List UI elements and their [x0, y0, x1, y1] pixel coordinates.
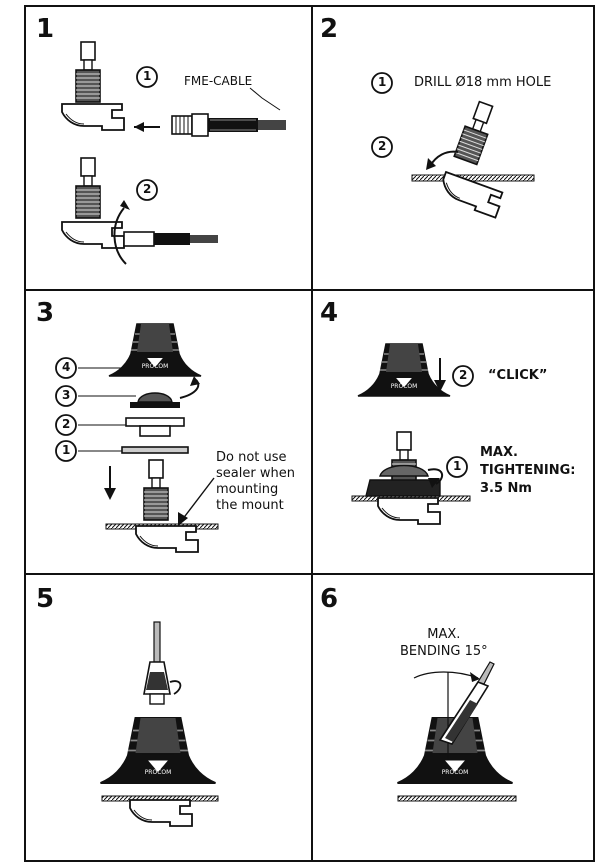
no-sealer-note: Do not use sealer when mounting the moun… — [216, 450, 295, 513]
brand-mark-6: PROCOM — [442, 769, 469, 776]
max-bending-label: MAX. BENDING 15° — [400, 627, 488, 659]
step-number-2: 2 — [320, 14, 339, 44]
grid-divider-vertical — [311, 7, 313, 860]
panel-2-drawing — [371, 72, 535, 219]
step-number-6: 6 — [320, 584, 339, 614]
drill-hole-label: DRILL Ø18 mm HOLE — [414, 75, 552, 90]
callout-3-2: 2 — [62, 417, 71, 431]
brand-mark-3: PROCOM — [142, 363, 169, 370]
callout-3-1: 1 — [62, 443, 71, 457]
grid-divider-1 — [26, 289, 593, 291]
click-label: “CLICK” — [488, 368, 548, 383]
max-tightening-label: MAX. TIGHTENING: 3.5 Nm — [480, 445, 576, 496]
panel-4-drawing: PROCOM — [351, 343, 474, 525]
grid-divider-2 — [26, 573, 593, 575]
fme-cable-label: FME-CABLE — [184, 74, 253, 88]
brand-mark-5: PROCOM — [145, 769, 172, 776]
panel-5-drawing: PROCOM — [99, 621, 219, 827]
brand-mark-4: PROCOM — [391, 383, 418, 390]
callout-2-1: 1 — [378, 75, 387, 89]
instruction-grid — [24, 5, 595, 862]
callout-1-2: 2 — [143, 182, 152, 196]
step-number-1: 1 — [36, 14, 55, 44]
step-number-3: 3 — [36, 298, 55, 328]
callout-3-3: 3 — [62, 388, 71, 402]
panel-6-drawing: PROCOM — [396, 661, 517, 802]
callout-3-4: 4 — [62, 360, 71, 374]
panel-3-drawing: PROCOM — [55, 323, 219, 553]
callout-1-1: 1 — [143, 69, 152, 83]
callout-4-2: 2 — [459, 368, 468, 382]
step-number-5: 5 — [36, 584, 55, 614]
step-number-4: 4 — [320, 298, 339, 328]
callout-4-1: 1 — [453, 459, 462, 473]
panel-1-drawing — [61, 41, 286, 265]
callout-2-2: 2 — [378, 139, 387, 153]
